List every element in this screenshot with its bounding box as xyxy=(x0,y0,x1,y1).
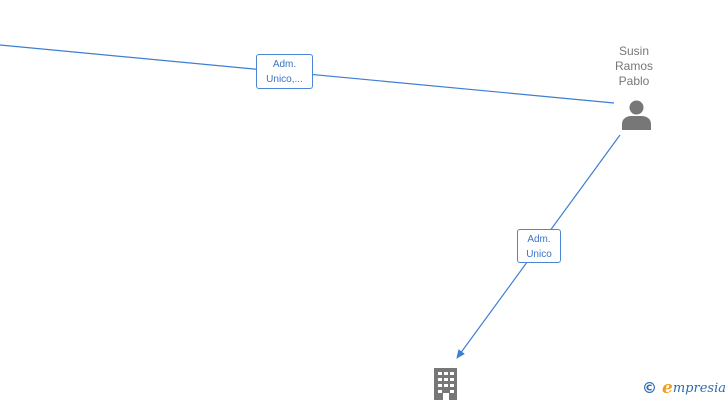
edge-label-line: Adm. xyxy=(272,59,297,70)
person-icon[interactable] xyxy=(621,99,652,130)
building-icon[interactable] xyxy=(433,368,458,400)
edge-label-adm-unico-down[interactable]: Adm. Unico xyxy=(517,229,561,263)
copyright-icon: © xyxy=(642,379,658,397)
edge-label-line: Adm. xyxy=(527,234,551,245)
person-name-line: Ramos xyxy=(614,59,653,73)
person-name-line: Susin xyxy=(618,44,650,58)
edge-label-adm-unico-left[interactable]: Adm. Unico,... xyxy=(256,54,313,89)
edge-label-line: Unico,... xyxy=(266,74,303,85)
person-name-line: Pablo xyxy=(618,74,650,88)
edge-label-line: Unico xyxy=(526,249,552,260)
empresia-watermark: © e mpresia xyxy=(642,378,726,398)
brand-logo-initial: e xyxy=(662,378,673,398)
person-node-name[interactable]: Susin Ramos Pablo xyxy=(600,44,668,89)
brand-logo-text: mpresia xyxy=(672,380,726,396)
